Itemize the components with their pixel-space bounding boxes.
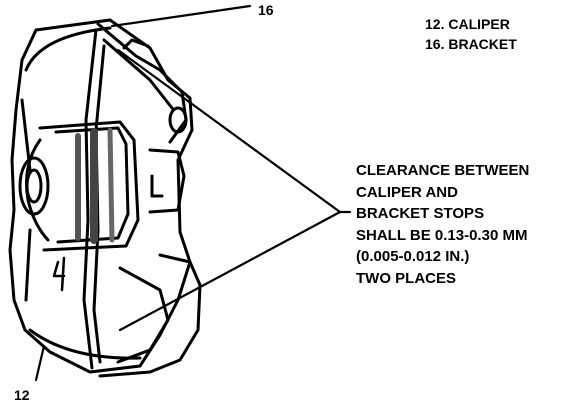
clearance-note: CLEARANCE BETWEEN CALIPER AND BRACKET ST… <box>356 160 529 289</box>
leader-16 <box>110 4 252 28</box>
leader-lines <box>34 4 352 382</box>
note-line: CALIPER AND <box>356 183 458 201</box>
note-line: CLEARANCE BETWEEN <box>356 162 530 179</box>
leader-clearance-top <box>116 48 342 214</box>
leader-clearance-bottom <box>118 210 342 332</box>
piston <box>18 156 50 216</box>
pad-slot <box>25 120 140 252</box>
note-line: (0.005-0.012 IN.) <box>356 248 470 265</box>
caliper-callout-number: 12 <box>14 387 30 403</box>
bracket <box>82 22 202 378</box>
legend-item-caliper: 12. CALIPER <box>425 16 510 32</box>
legend-item-bracket: 16. BRACKET <box>425 36 517 52</box>
bracket-callout-number: 16 <box>258 2 274 18</box>
handwritten-mark <box>52 256 66 292</box>
leader-12 <box>34 344 46 382</box>
parts-legend: 12. CALIPER 16. BRACKET <box>425 14 517 54</box>
note-line: BRACKET STOPS <box>356 205 485 222</box>
note-line: SHALL BE 0.13-0.30 MM <box>356 226 528 244</box>
guide-pin-details <box>122 38 188 214</box>
note-line: TWO PLACES <box>356 269 456 287</box>
